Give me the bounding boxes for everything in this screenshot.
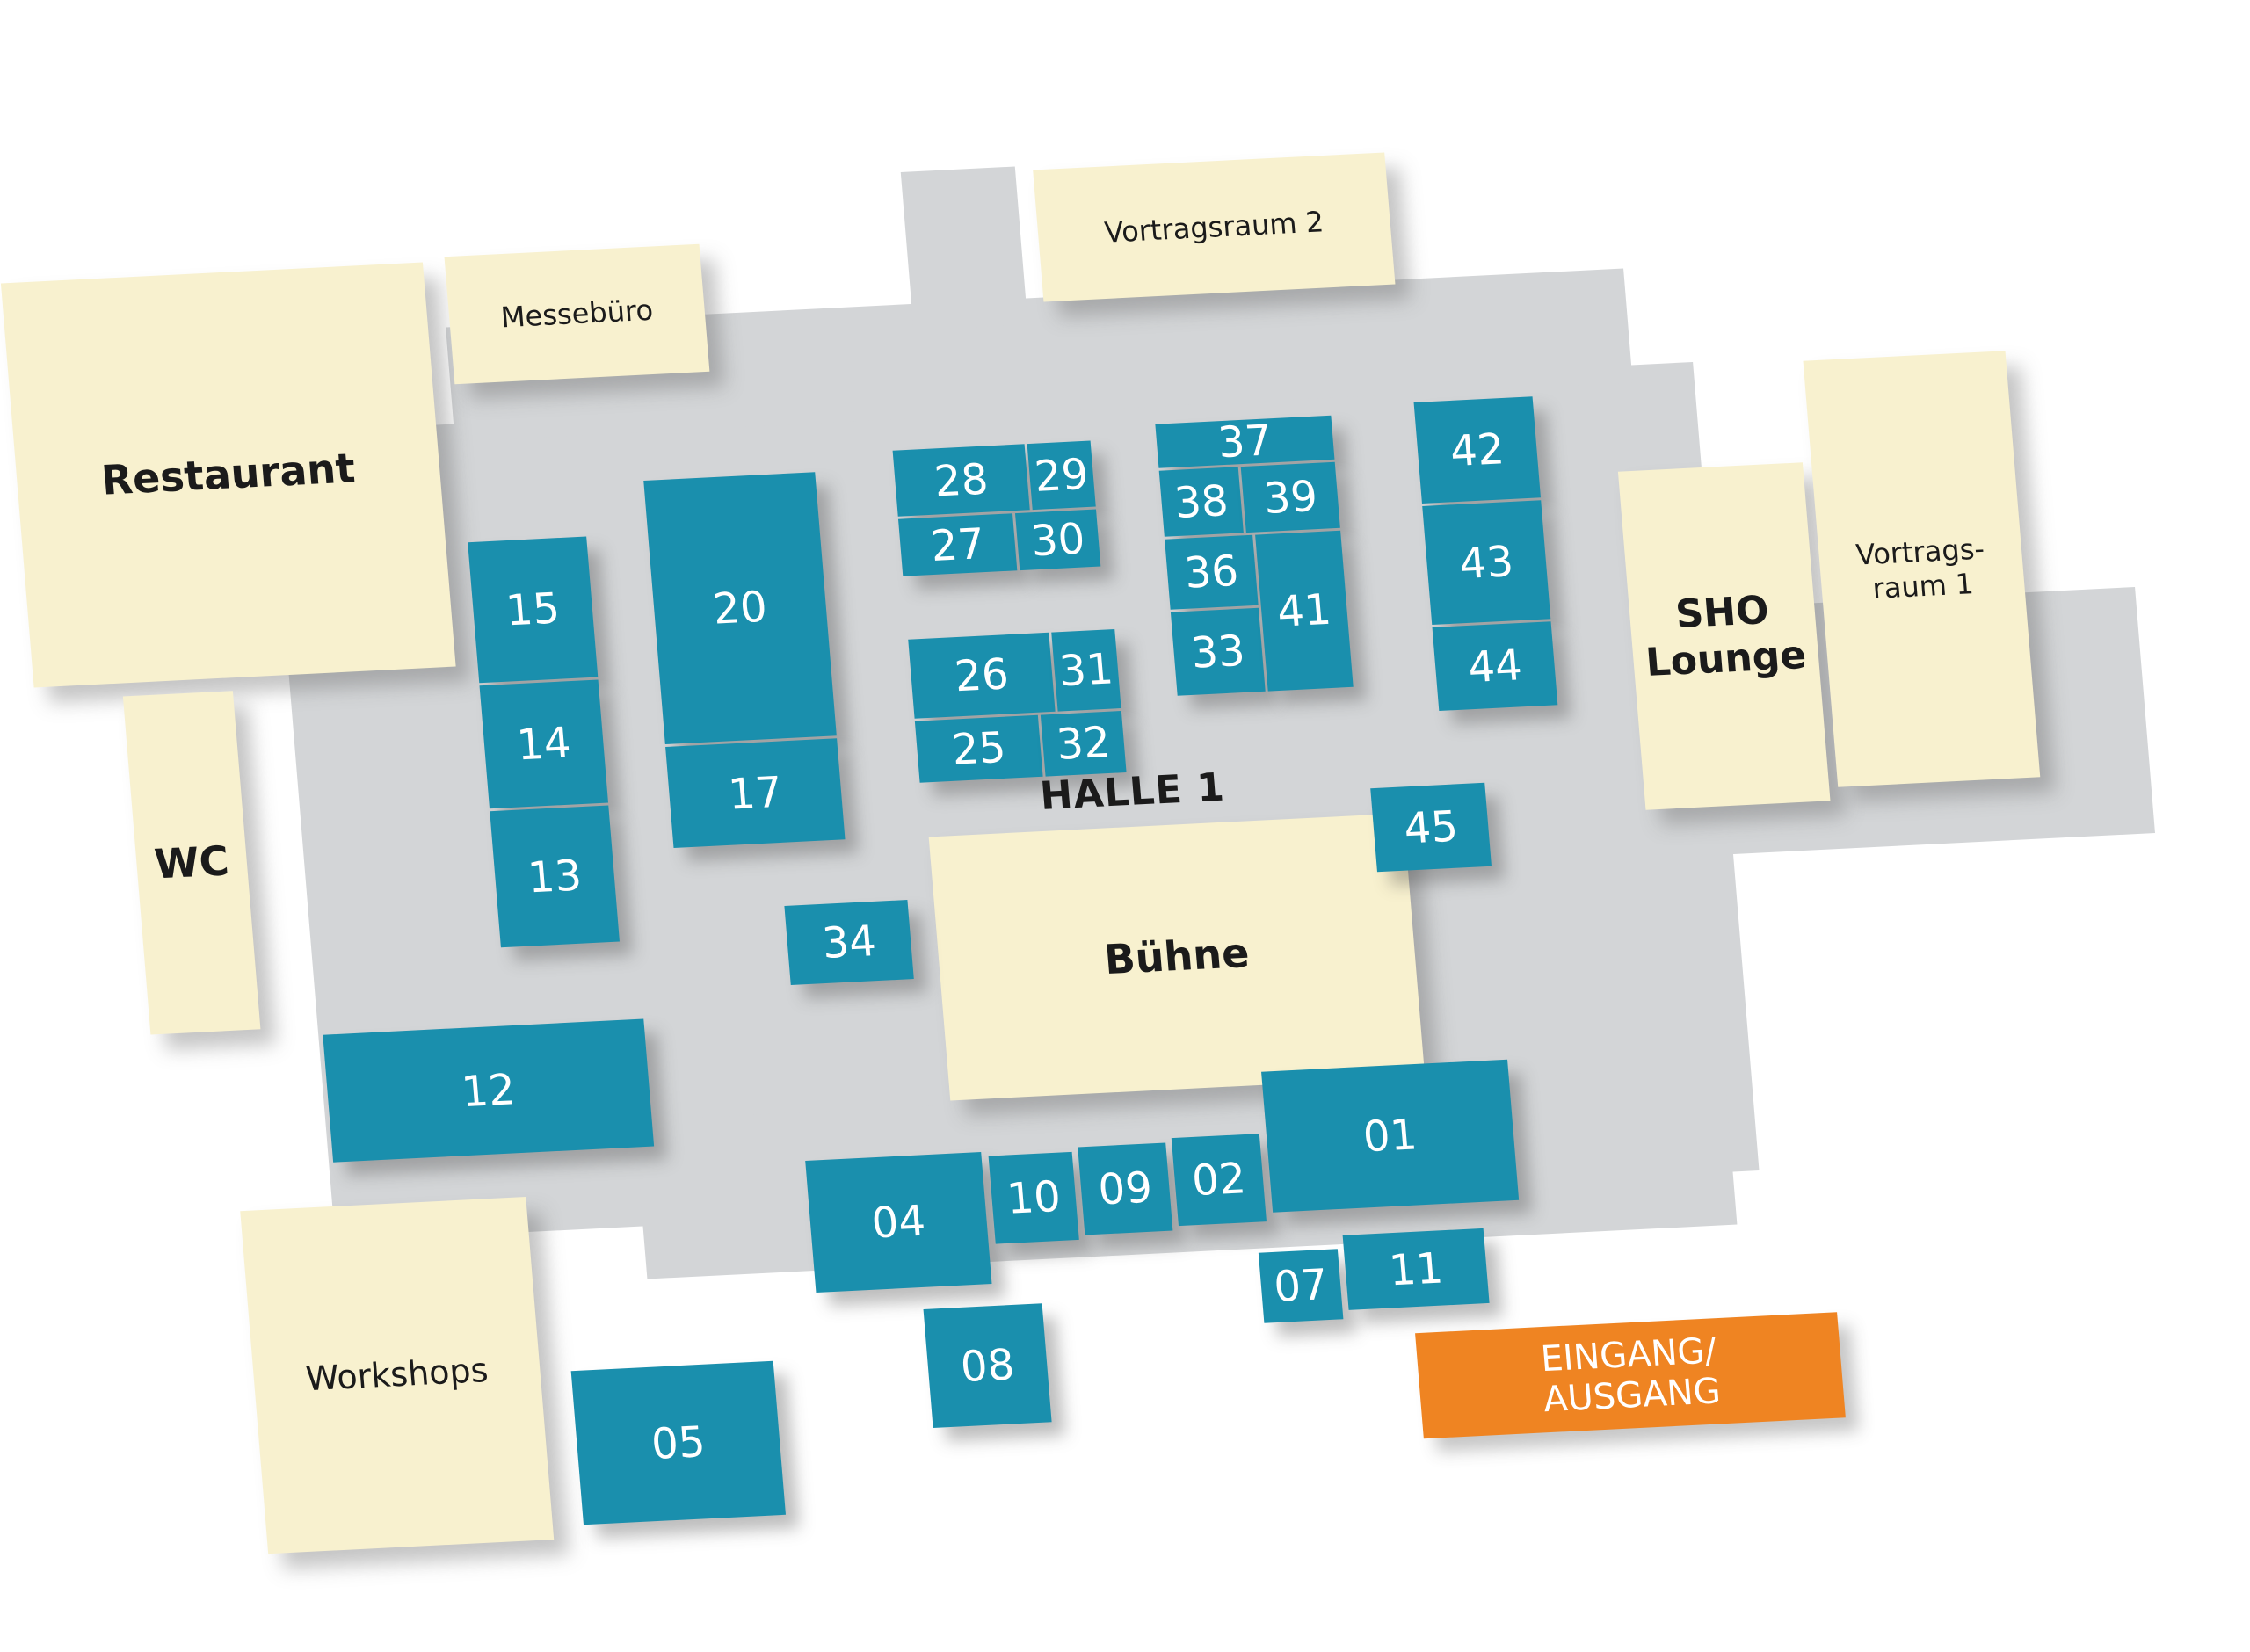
booth-10[interactable]: 10	[988, 1151, 1079, 1244]
booth-26[interactable]: 26	[908, 632, 1056, 719]
booth-15-number: 15	[504, 583, 562, 636]
booth-01-number: 01	[1361, 1110, 1419, 1163]
booth-30[interactable]: 30	[1014, 509, 1101, 571]
booth-10-number: 10	[1005, 1171, 1063, 1224]
booth-44-number: 44	[1466, 640, 1524, 692]
workshops-label: Workshops	[304, 1351, 490, 1399]
booth-31[interactable]: 31	[1051, 629, 1121, 712]
booth-41[interactable]: 41	[1255, 530, 1354, 692]
wc-label: WC	[152, 837, 231, 888]
booth-34-number: 34	[820, 916, 878, 969]
booth-25[interactable]: 25	[914, 714, 1043, 783]
buehne-label: Bühne	[1102, 929, 1252, 984]
booth-14-number: 14	[514, 718, 573, 771]
booth-41-number: 41	[1275, 584, 1333, 637]
booth-02[interactable]: 02	[1171, 1134, 1267, 1227]
booth-01[interactable]: 01	[1261, 1059, 1520, 1213]
messebuero-room[interactable]: Messebüro	[444, 243, 710, 385]
booth-45-number: 45	[1402, 801, 1460, 854]
booth-12[interactable]: 12	[323, 1018, 655, 1163]
booth-27[interactable]: 27	[897, 513, 1018, 576]
booth-30-number: 30	[1028, 513, 1087, 566]
booth-37[interactable]: 37	[1155, 415, 1335, 468]
messebuero-label: Messebüro	[499, 293, 655, 335]
booth-09[interactable]: 09	[1078, 1142, 1173, 1235]
booth-02-number: 02	[1190, 1154, 1248, 1206]
booth-42[interactable]: 42	[1413, 396, 1541, 504]
restaurant-label: Restaurant	[99, 444, 358, 505]
buehne-stage[interactable]: Bühne	[928, 813, 1426, 1101]
booth-25-number: 25	[949, 722, 1008, 775]
booth-38[interactable]: 38	[1158, 467, 1244, 537]
booth-29[interactable]: 29	[1027, 440, 1096, 511]
booth-36[interactable]: 36	[1165, 534, 1259, 610]
booth-39-number: 39	[1261, 471, 1320, 524]
booth-38-number: 38	[1172, 475, 1230, 528]
booth-20[interactable]: 20	[643, 472, 837, 744]
booth-09-number: 09	[1096, 1163, 1155, 1215]
entrance-exit-label: EINGANG/ AUSGANG	[1539, 1330, 1723, 1421]
booth-12-number: 12	[459, 1064, 518, 1117]
booth-17[interactable]: 17	[665, 738, 846, 848]
booth-13-number: 13	[526, 850, 584, 902]
booth-43-number: 43	[1457, 536, 1516, 589]
hall-label: HALLE 1	[1038, 764, 1227, 819]
booth-26-number: 26	[953, 649, 1011, 702]
booth-05-number: 05	[649, 1417, 708, 1469]
booth-36-number: 36	[1182, 546, 1241, 598]
booth-07[interactable]: 07	[1258, 1249, 1344, 1323]
workshops-room[interactable]: Workshops	[240, 1197, 555, 1554]
booth-28[interactable]: 28	[892, 444, 1030, 517]
booth-17-number: 17	[726, 767, 785, 820]
booth-39[interactable]: 39	[1240, 461, 1340, 533]
booth-04[interactable]: 04	[805, 1152, 992, 1293]
vortragsraum-1-room[interactable]: Vortrags- raum 1	[1803, 351, 2041, 787]
booth-43[interactable]: 43	[1422, 500, 1551, 625]
entrance-exit[interactable]: EINGANG/ AUSGANG	[1415, 1312, 1846, 1439]
vortragsraum-2-label: Vortragsraum 2	[1103, 205, 1325, 250]
hall-floor-corridor-north	[900, 166, 1028, 330]
booth-34[interactable]: 34	[784, 900, 914, 985]
booth-08[interactable]: 08	[923, 1303, 1052, 1428]
booth-28-number: 28	[932, 453, 991, 507]
booth-32-number: 32	[1054, 717, 1113, 770]
booth-45[interactable]: 45	[1370, 782, 1492, 873]
booth-33[interactable]: 33	[1170, 607, 1266, 696]
restaurant-room[interactable]: Restaurant	[0, 262, 456, 688]
floor-plan: Restaurant Messebüro Vortragsraum 2 WC S…	[0, 152, 2155, 1554]
booth-11-number: 11	[1387, 1243, 1445, 1295]
booth-44[interactable]: 44	[1432, 621, 1558, 711]
booth-37-number: 37	[1216, 416, 1274, 468]
booth-27-number: 27	[928, 518, 987, 571]
booth-07-number: 07	[1272, 1259, 1330, 1313]
booth-32[interactable]: 32	[1040, 711, 1127, 777]
wc-room[interactable]: WC	[122, 691, 261, 1035]
booth-14[interactable]: 14	[479, 679, 608, 809]
vortragsraum-2-room[interactable]: Vortragsraum 2	[1033, 152, 1396, 302]
vortragsraum-1-label: Vortrags- raum 1	[1854, 532, 1986, 605]
booth-33-number: 33	[1188, 626, 1247, 678]
booth-08-number: 08	[958, 1339, 1017, 1392]
booth-13[interactable]: 13	[490, 805, 620, 948]
booth-20-number: 20	[711, 582, 769, 634]
booth-11[interactable]: 11	[1342, 1228, 1490, 1310]
booth-29-number: 29	[1032, 449, 1091, 502]
booth-42-number: 42	[1448, 424, 1506, 476]
booth-31-number: 31	[1057, 644, 1115, 697]
booth-05[interactable]: 05	[570, 1360, 786, 1525]
booth-04-number: 04	[869, 1196, 928, 1249]
sho-lounge-label: SHO Lounge	[1644, 587, 1809, 685]
sho-lounge-room[interactable]: SHO Lounge	[1617, 462, 1831, 810]
booth-15[interactable]: 15	[468, 536, 599, 684]
